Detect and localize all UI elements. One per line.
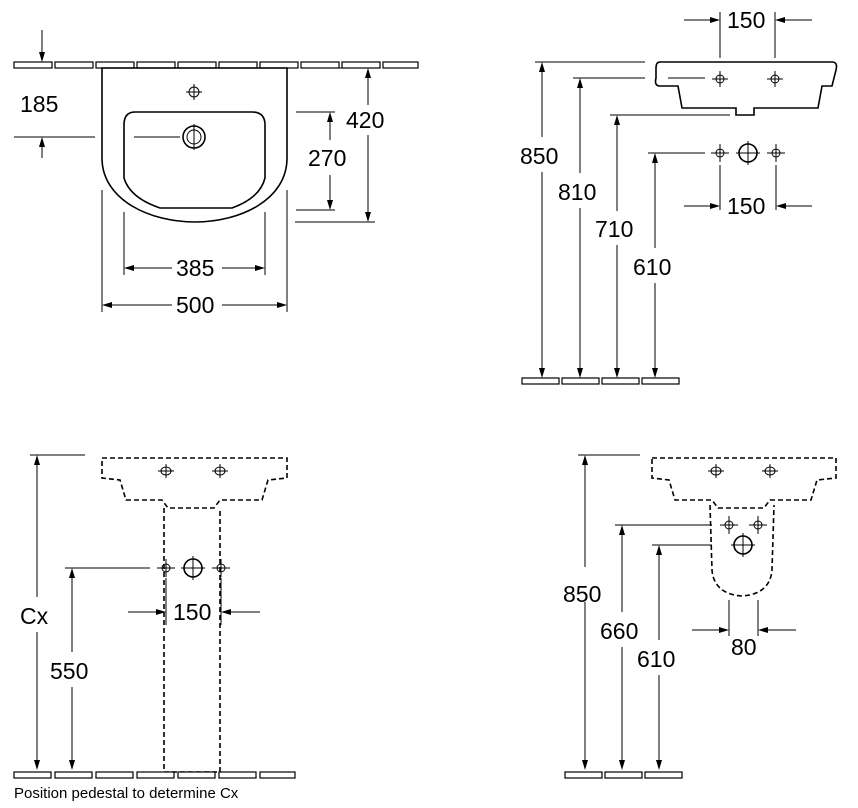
dim-80-semi: 80 <box>731 634 757 660</box>
dim-550: 550 <box>50 658 88 684</box>
pedestal-dashed-outline <box>163 508 221 773</box>
drain-icon <box>134 124 206 150</box>
dim-850-semi: 850 <box>563 581 601 607</box>
dim-150-bottom: 150 <box>727 193 765 219</box>
semi-pedestal-dashed-outline <box>709 504 775 597</box>
dim-810-side: 810 <box>558 179 596 205</box>
dim-850-side: 850 <box>520 143 558 169</box>
dim-420: 420 <box>346 107 384 133</box>
tap-hole-left-icon <box>708 464 724 478</box>
tap-hole-icon <box>186 84 202 100</box>
tap-hole-left-icon <box>712 71 728 87</box>
dim-185: 185 <box>20 91 58 117</box>
waste-outlet-icon <box>736 141 760 165</box>
basin-bowl <box>123 111 266 209</box>
dim-150-pedestal: 150 <box>173 599 211 625</box>
dim-150-top: 150 <box>727 7 765 33</box>
tap-hole-right-icon <box>212 464 228 478</box>
tap-hole-right-icon <box>762 464 778 478</box>
dim-610-semi: 610 <box>637 646 675 672</box>
supply-right-icon <box>749 516 767 534</box>
supply-left-icon <box>711 144 729 162</box>
basin-outline <box>101 67 288 223</box>
floor-tiles <box>521 377 680 385</box>
basin-front-outline <box>654 61 838 116</box>
supply-right-icon <box>212 559 230 577</box>
supply-left-icon <box>157 559 175 577</box>
dim-cx: Cx <box>20 603 49 629</box>
dim-660-semi: 660 <box>600 618 638 644</box>
supply-left-icon <box>720 516 738 534</box>
basin-dashed-outline <box>651 457 837 509</box>
pedestal-note: Position pedestal to determine Cx <box>14 785 239 802</box>
dim-270: 270 <box>308 145 346 171</box>
pedestal-view: Cx 550 150 Position pedestal to determin… <box>13 454 296 802</box>
dim-385: 385 <box>176 255 214 281</box>
wall-tiles <box>13 61 419 69</box>
waste-outlet-icon <box>731 533 755 557</box>
waste-outlet-icon <box>181 556 205 580</box>
dim-610-side: 610 <box>633 254 671 280</box>
basin-dashed-outline <box>101 457 288 509</box>
dim-500: 500 <box>176 292 214 318</box>
tap-hole-left-icon <box>158 464 174 478</box>
side-view: 150 <box>520 7 838 385</box>
tap-hole-right-icon <box>767 71 783 87</box>
floor-tiles <box>13 771 296 779</box>
supply-right-icon <box>767 144 785 162</box>
semi-pedestal-view: 850 660 610 80 <box>563 454 837 779</box>
dim-710-side: 710 <box>595 216 633 242</box>
top-view: 185 420 270 385 500 <box>13 30 419 318</box>
floor-tiles <box>564 771 683 779</box>
